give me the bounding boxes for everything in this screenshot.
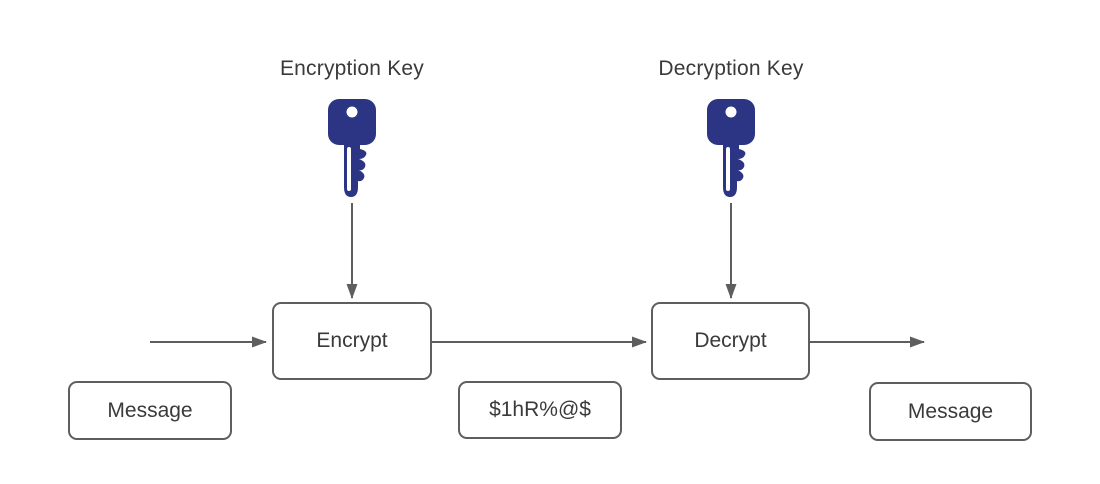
encryption-key-icon — [328, 99, 376, 197]
decryption-key-label: Decryption Key — [658, 57, 804, 80]
ciphertext-node: $1hR%@$ — [458, 381, 622, 439]
decryption-key-icon — [707, 99, 755, 197]
message-output-node: Message — [869, 382, 1032, 441]
message-input-node: Message — [68, 381, 232, 440]
encrypt-node: Encrypt — [272, 302, 432, 380]
decrypt-node: Decrypt — [651, 302, 810, 380]
encryption-key-label: Encryption Key — [279, 57, 425, 80]
